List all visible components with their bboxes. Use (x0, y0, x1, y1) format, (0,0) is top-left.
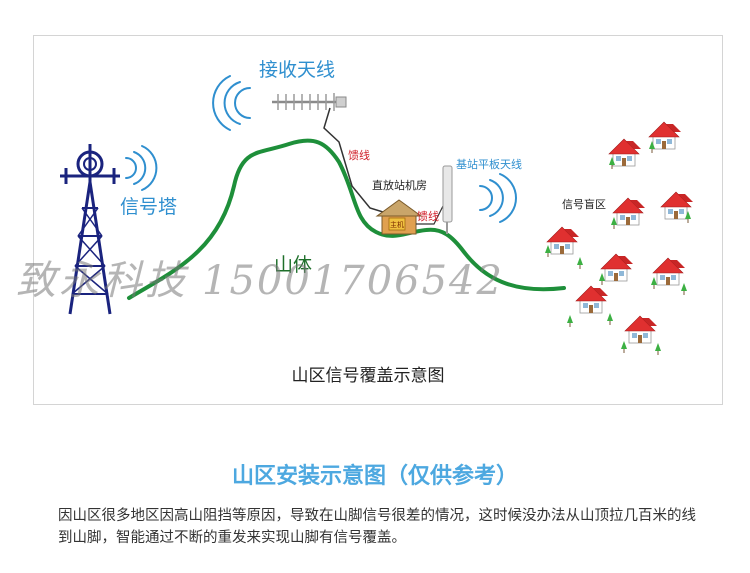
house-icon (648, 121, 682, 150)
section-description: 因山区很多地区因高山阻挡等原因，导致在山脚信号很差的情况，这时候没办法从山顶拉几… (58, 508, 696, 546)
receive-antenna-icon (272, 93, 347, 111)
tree-icon (606, 312, 614, 326)
repeater-room-icon (375, 199, 423, 235)
panel-antenna-label: 基站平板天线 (456, 157, 522, 171)
tree-icon (576, 256, 584, 270)
feeder-label-upper: 馈线 (348, 148, 370, 162)
house-icon (624, 315, 658, 344)
tower-signal-wave-icon (125, 145, 158, 191)
host-label: 主机 (390, 220, 404, 229)
house-icon (612, 197, 646, 226)
panel-antenna-icon (442, 165, 453, 234)
diagram-frame: 接收天线 馈线 主机 直放站机房 馈线 基站平板天线 信号塔 山体 (33, 35, 723, 405)
feeder-cable (323, 107, 397, 217)
tree-icon (650, 276, 658, 290)
diagram-caption: 山区信号覆盖示意图 (292, 366, 445, 386)
tree-icon (680, 282, 688, 296)
house-icon (575, 285, 609, 314)
mountain-label: 山体 (274, 254, 312, 276)
house-icon (546, 226, 580, 255)
house-icon (652, 257, 686, 286)
mountain-outline (127, 138, 566, 300)
tree-icon (654, 342, 662, 356)
diagram-illustration: 接收天线 馈线 主机 直放站机房 馈线 基站平板天线 信号塔 山体 (60, 59, 694, 386)
tree-icon (598, 272, 606, 286)
blind-zone-label: 信号盲区 (562, 197, 606, 211)
tower-label: 信号塔 (120, 196, 177, 218)
blind-zone-village (544, 121, 694, 356)
antenna-signal-wave-icon (212, 75, 251, 131)
tree-icon (566, 314, 574, 328)
signal-tower-icon (60, 144, 120, 315)
tree-icon (610, 216, 618, 230)
tree-icon (620, 340, 628, 354)
repeater-room-label: 直放站机房 (372, 178, 427, 192)
panel-signal-wave-icon (479, 173, 517, 223)
tree-icon (544, 244, 552, 258)
house-icon (600, 253, 634, 282)
section-title: 山区安装示意图（仅供参考） (231, 464, 518, 489)
feeder-label-lower: 馈线 (417, 209, 439, 223)
receive-antenna-label: 接收天线 (259, 59, 335, 81)
